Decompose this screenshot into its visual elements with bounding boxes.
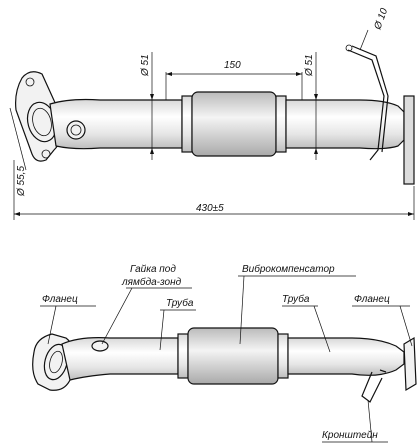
right-flange-side: [403, 336, 417, 392]
leader-lines: [40, 275, 413, 443]
label-flange-left: Фланец: [42, 294, 78, 305]
dimension-lines-top: [9, 29, 415, 220]
bracket-side: [361, 369, 387, 403]
right-pipe-side: [287, 337, 405, 376]
lambda-nut-top: [66, 120, 86, 140]
label-bracket: Кронштейн: [322, 430, 378, 441]
dim-total-length: 430±5: [196, 203, 224, 214]
label-vibro: Виброкомпенсатор: [242, 263, 335, 275]
side-view: Фланец Гайка под лямбда-зонд Труба Вибро…: [32, 263, 417, 443]
dim-bracket: Ø 10: [372, 6, 390, 31]
dim-bellows-length: 150: [224, 60, 241, 71]
top-view: 150 Ø 51 Ø 51 Ø 10 Ø 55,5 430±5: [9, 6, 415, 220]
label-pipe-left: Труба: [166, 297, 194, 309]
label-flange-right: Фланец: [354, 294, 390, 305]
dim-pipe-left: Ø 51: [140, 54, 151, 77]
lambda-nut-side: [91, 340, 109, 352]
bracket-top: [347, 45, 389, 161]
dim-pipe-right: Ø 51: [304, 54, 315, 77]
right-flange-top: [403, 95, 415, 185]
left-flange-top: [15, 71, 64, 162]
bellows-top: [181, 91, 287, 157]
label-lambda-nut-1: Гайка под: [130, 264, 176, 275]
bellows-side: [177, 327, 289, 385]
label-pipe-right: Труба: [282, 293, 310, 305]
label-lambda-nut-2: лямбда-зонд: [121, 276, 182, 288]
dim-flange: Ø 55,5: [16, 166, 27, 197]
